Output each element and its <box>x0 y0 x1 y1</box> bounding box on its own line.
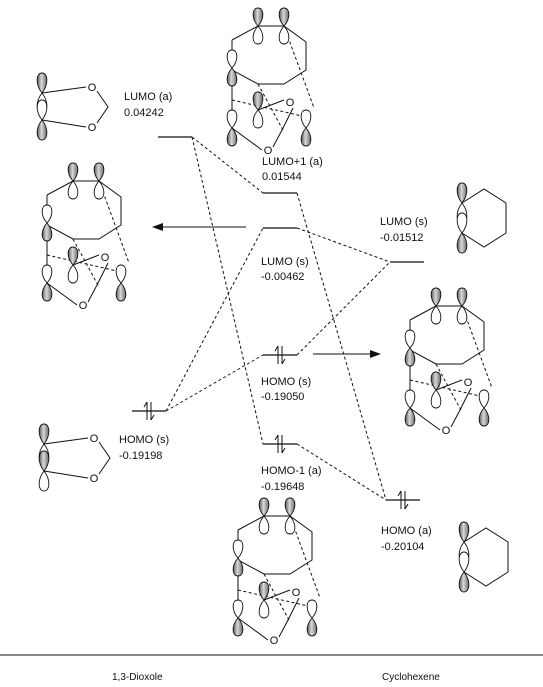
orbital-lumo1-a: OO <box>226 7 315 157</box>
arrow-to-lumo-s-orbital <box>152 223 246 231</box>
orbital-cyclohexene-lumo <box>456 182 507 254</box>
svg-text:O: O <box>264 145 273 157</box>
electron-pair-homo1-a <box>274 434 286 454</box>
label-homo-s-energy: -0.19050 <box>261 391 304 403</box>
label-cyclohexene-lumo-name: LUMO (s) <box>380 216 428 228</box>
label-lumo1-a-name: LUMO+1 (a) <box>262 156 323 168</box>
orbital-dioxole-lumo: OO <box>36 72 109 141</box>
label-homo1-a-name: HOMO-1 (a) <box>261 465 322 477</box>
orbital-lumo-s: OO <box>41 162 130 312</box>
svg-text:O: O <box>101 252 110 264</box>
label-cyclohexene-homo-energy: -0.20104 <box>381 541 424 553</box>
correlation-lines <box>165 136 391 501</box>
footer-label-dioxole: 1,3-Dioxole <box>112 672 163 683</box>
svg-text:O: O <box>79 300 88 312</box>
label-dioxole-lumo-energy: 0.04242 <box>124 107 164 119</box>
label-lumo1-a-energy: 0.01544 <box>262 171 302 183</box>
orbital-homo1-a: OO <box>232 497 321 647</box>
footer-label-cyclohexene: Cyclohexene <box>382 672 440 683</box>
electron-pair-dioxole-homo <box>143 401 155 421</box>
orbital-dioxole-homo: OO <box>38 423 111 492</box>
orbital-homo-s: OO <box>404 287 493 437</box>
svg-text:O: O <box>88 82 97 94</box>
svg-text:O: O <box>292 587 301 599</box>
arrow-to-homo-s-orbital <box>313 350 381 358</box>
svg-text:O: O <box>88 122 97 134</box>
electron-pair-cyclohexene-homo <box>397 490 409 510</box>
orbital-cyclohexene-homo <box>458 521 509 593</box>
label-lumo-s-name: LUMO (s) <box>261 256 309 268</box>
svg-text:O: O <box>442 425 451 437</box>
label-cyclohexene-lumo-energy: -0.01512 <box>380 232 423 244</box>
svg-text:O: O <box>90 473 99 485</box>
svg-text:O: O <box>464 377 473 389</box>
svg-text:O: O <box>286 97 295 109</box>
svg-text:O: O <box>90 433 99 445</box>
electron-pair-homo-s <box>274 345 286 365</box>
label-dioxole-homo-name: HOMO (s) <box>119 434 169 446</box>
label-homo-s-name: HOMO (s) <box>261 376 311 388</box>
label-lumo-s-energy: -0.00462 <box>261 271 304 283</box>
label-dioxole-lumo-name: LUMO (a) <box>124 91 172 103</box>
label-homo1-a-energy: -0.19648 <box>261 481 304 493</box>
label-dioxole-homo-energy: -0.19198 <box>119 450 162 462</box>
label-cyclohexene-homo-name: HOMO (a) <box>381 525 432 537</box>
svg-text:O: O <box>270 635 279 647</box>
